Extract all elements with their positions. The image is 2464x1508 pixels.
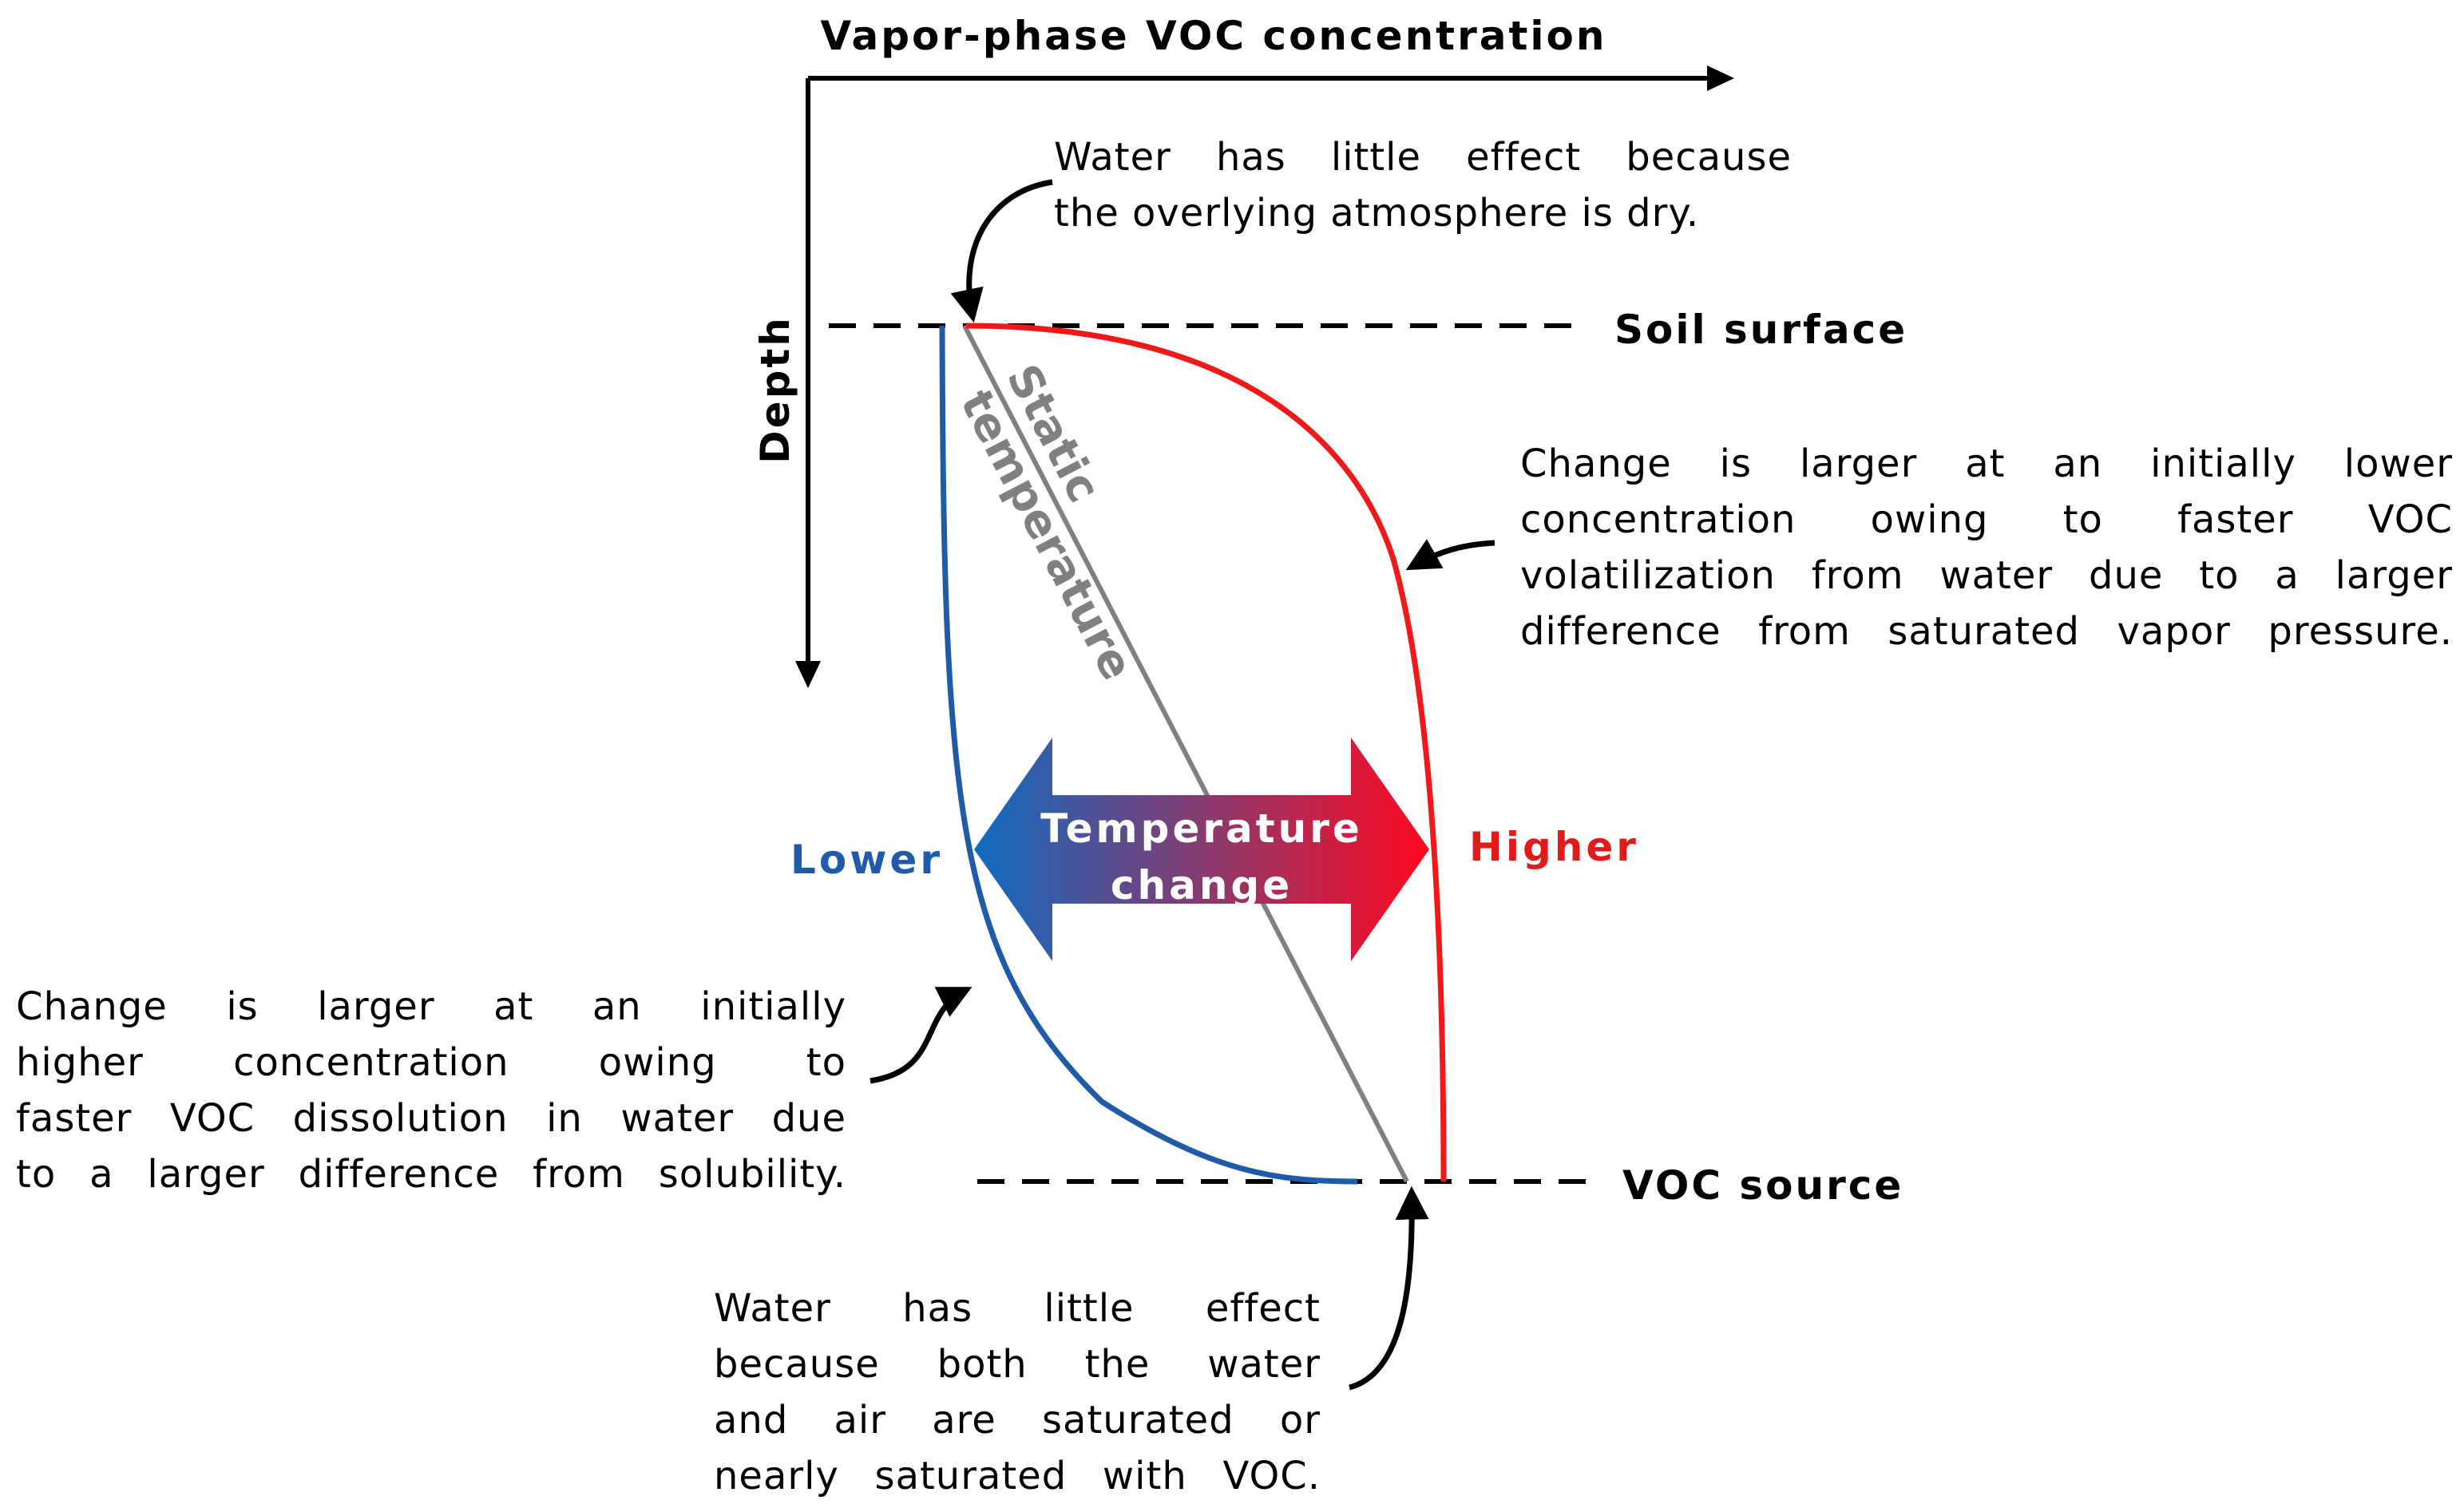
annotation-line: Change is larger at an initially lower (1520, 441, 2453, 486)
left-annotation: Change is larger at an initially higher … (16, 979, 846, 1202)
y-axis-title: Depth (752, 315, 798, 464)
annotation-line: volatilization from water due to a large… (1520, 553, 2453, 598)
annotation-line: to a larger difference from solubility. (16, 1152, 846, 1197)
voc-source-label: VOC source (1622, 1162, 1903, 1209)
y-axis-arrowhead (795, 661, 821, 688)
annotation-line: Water has little effect (714, 1286, 1321, 1331)
temperature-change-label-line2: change (1111, 862, 1293, 908)
temperature-change-label-line1: Temperature (1040, 805, 1363, 852)
annotation-line: and air are saturated or (714, 1398, 1321, 1443)
annotation-line: Water has little effect because (1054, 135, 1792, 180)
lower-temperature-curve (939, 325, 1358, 1185)
annotation-line: difference from saturated vapor pressure… (1520, 609, 2453, 654)
left-callout-arrow (870, 987, 973, 1084)
right-callout-arrow (1405, 539, 1495, 571)
right-annotation: Change is larger at an initially lower c… (1520, 436, 2453, 659)
soil-surface-label: Soil surface (1614, 307, 1907, 353)
annotation-line: the overlying atmosphere is dry. (1054, 191, 1700, 236)
higher-temperature-curve (965, 323, 1447, 1182)
higher-label: Higher (1469, 824, 1639, 870)
x-axis-arrowhead (1707, 65, 1734, 91)
top-annotation: Water has little effect because the over… (1054, 129, 1792, 241)
static-temperature-line (962, 324, 1409, 1183)
annotation-line: higher concentration owing to (16, 1040, 846, 1085)
top-callout-arrow (950, 179, 1053, 323)
annotation-line: nearly saturated with VOC. (714, 1454, 1321, 1498)
annotation-line: concentration owing to faster VOC (1520, 497, 2453, 542)
lower-label: Lower (790, 837, 943, 883)
annotation-line: Change is larger at an initially (16, 984, 846, 1029)
bottom-annotation: Water has little effect because both the… (714, 1280, 1321, 1504)
annotation-line: faster VOC dissolution in water due (16, 1096, 846, 1141)
temperature-change-arrow (974, 738, 1429, 961)
annotation-line: because both the water (714, 1342, 1321, 1387)
x-axis-title: Vapor-phase VOC concentration (821, 13, 1607, 59)
bottom-callout-arrow (1349, 1185, 1429, 1391)
